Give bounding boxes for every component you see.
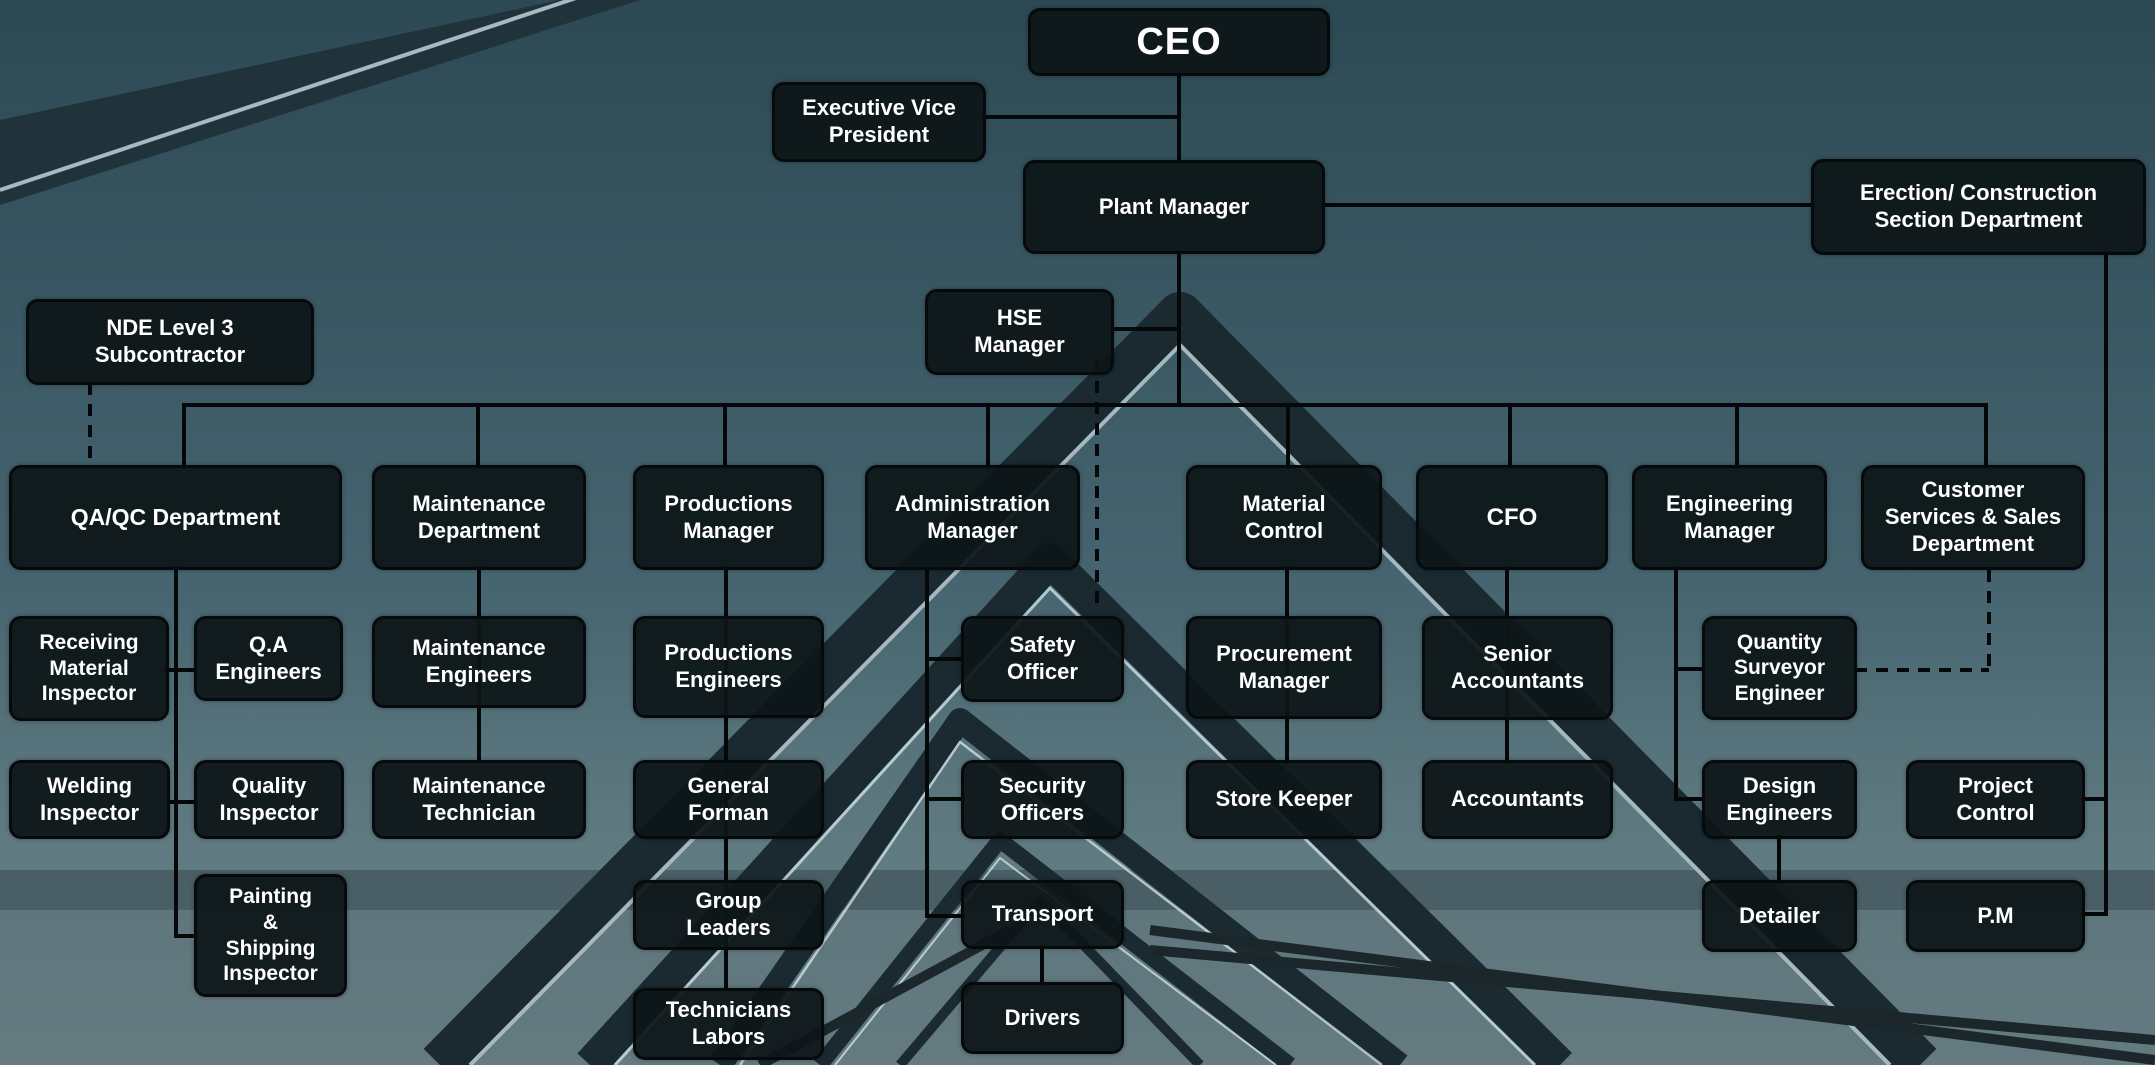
administration-manager-node: Administration Manager	[865, 465, 1080, 570]
technicians-labors-node: Technicians Labors	[633, 988, 824, 1060]
erection-construction-node: Erection/ Construction Section Departmen…	[1811, 159, 2146, 255]
hse-manager-node: HSE Manager	[925, 289, 1114, 375]
safety-officer-node: Safety Officer	[961, 616, 1124, 702]
project-control-node: Project Control	[1906, 760, 2085, 839]
drivers-node: Drivers	[961, 982, 1124, 1054]
procurement-manager-node: Procurement Manager	[1186, 616, 1382, 719]
productions-manager-node: Productions Manager	[633, 465, 824, 570]
nde-subcontractor-node: NDE Level 3 Subcontractor	[26, 299, 314, 385]
productions-engineers-node: Productions Engineers	[633, 616, 824, 718]
executive-vice-president-node: Executive Vice President	[772, 82, 986, 162]
design-engineers-node: Design Engineers	[1702, 760, 1857, 839]
plant-manager-node: Plant Manager	[1023, 160, 1325, 254]
store-keeper-node: Store Keeper	[1186, 760, 1382, 839]
cfo-node: CFO	[1416, 465, 1608, 570]
security-officers-node: Security Officers	[961, 760, 1124, 839]
transport-node: Transport	[961, 880, 1124, 949]
quality-inspector-node: Quality Inspector	[194, 760, 344, 839]
senior-accountants-node: Senior Accountants	[1422, 616, 1613, 720]
receiving-material-inspector-node: Receiving Material Inspector	[9, 616, 169, 721]
painting-shipping-inspector-node: Painting & Shipping Inspector	[194, 874, 347, 997]
welding-inspector-node: Welding Inspector	[9, 760, 170, 839]
pm-node: P.M	[1906, 880, 2085, 952]
group-leaders-node: Group Leaders	[633, 880, 824, 950]
detailer-node: Detailer	[1702, 880, 1857, 952]
maintenance-department-node: Maintenance Department	[372, 465, 586, 570]
general-forman-node: General Forman	[633, 760, 824, 839]
ceo-node: CEO	[1028, 8, 1330, 76]
qa-engineers-node: Q.A Engineers	[194, 616, 343, 701]
accountants-node: Accountants	[1422, 760, 1613, 839]
engineering-manager-node: Engineering Manager	[1632, 465, 1827, 570]
qaqc-department-node: QA/QC Department	[9, 465, 342, 570]
maintenance-technician-node: Maintenance Technician	[372, 760, 586, 839]
maintenance-engineers-node: Maintenance Engineers	[372, 616, 586, 708]
material-control-node: Material Control	[1186, 465, 1382, 570]
customer-services-sales-node: Customer Services & Sales Department	[1861, 465, 2085, 570]
quantity-surveyor-engineer-node: Quantity Surveyor Engineer	[1702, 616, 1857, 720]
